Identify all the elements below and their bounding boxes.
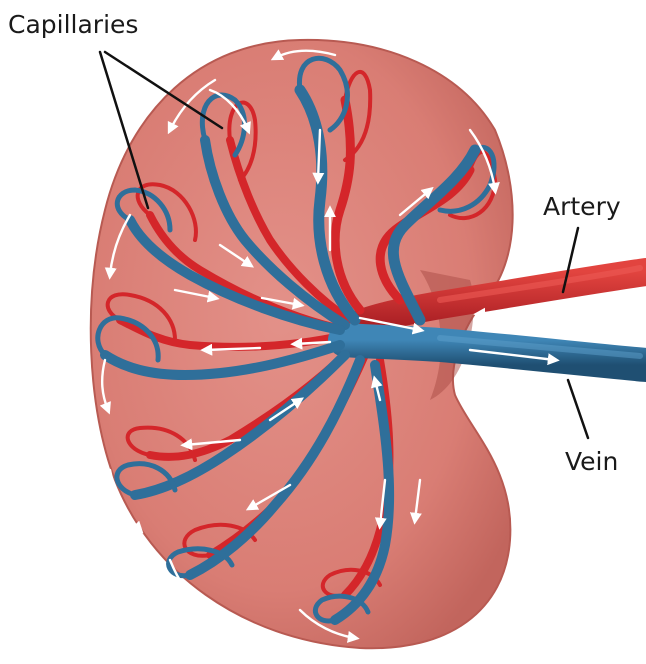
leader-line-vein: [568, 380, 588, 438]
vein-label: Vein: [565, 447, 618, 476]
flow-arrow: [478, 310, 578, 314]
capillaries-label: Capillaries: [8, 10, 138, 39]
artery-label: Artery: [543, 192, 621, 221]
